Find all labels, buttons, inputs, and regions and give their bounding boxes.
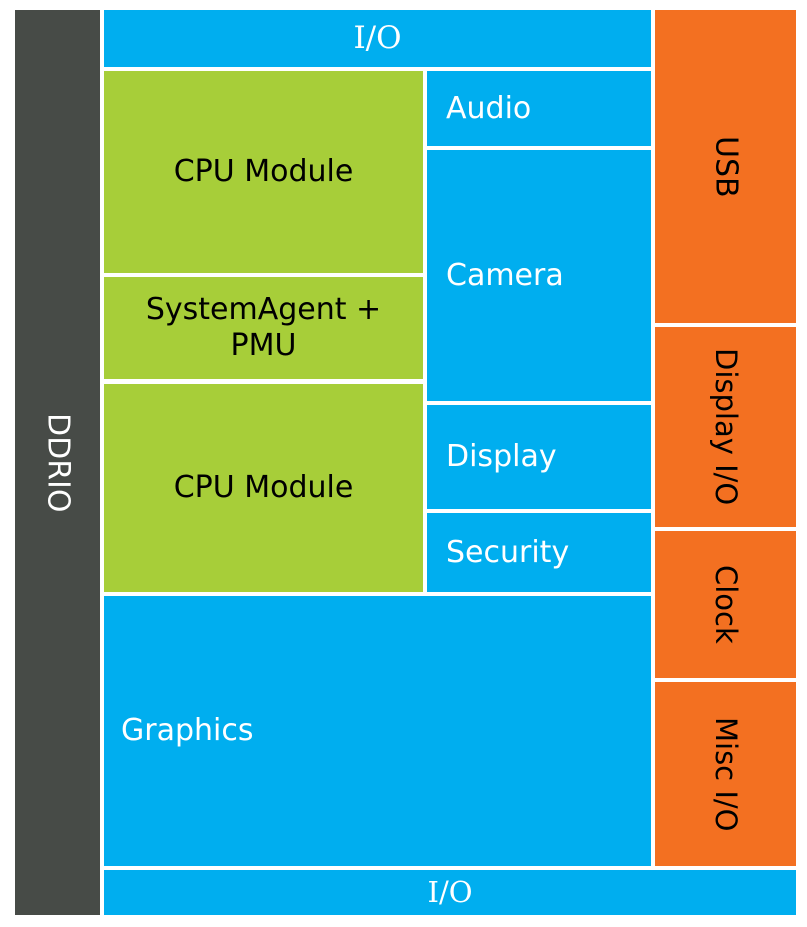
- camera-block: Camera: [427, 150, 651, 401]
- cpu-module-top-label: CPU Module: [173, 154, 354, 189]
- io-top-block: I/O: [104, 10, 651, 67]
- misc-io-block: Misc I/O: [655, 682, 796, 866]
- camera-label: Camera: [446, 257, 564, 293]
- graphics-block: Graphics: [104, 596, 651, 866]
- ddrio-block: DDRIO: [15, 10, 100, 915]
- usb-label: USB: [708, 135, 744, 198]
- security-label: Security: [446, 534, 570, 570]
- cpu-module-bottom-block: CPU Module: [104, 384, 423, 592]
- usb-block: USB: [655, 10, 796, 323]
- io-bottom-label: I/O: [427, 875, 473, 910]
- ddrio-label: DDRIO: [40, 412, 76, 513]
- graphics-label: Graphics: [121, 713, 254, 748]
- display-io-block: Display I/O: [655, 327, 796, 527]
- security-block: Security: [427, 513, 651, 592]
- cpu-module-top-block: CPU Module: [104, 71, 423, 273]
- io-bottom-block: I/O: [104, 870, 796, 915]
- audio-label: Audio: [446, 90, 532, 126]
- clock-label: Clock: [708, 565, 743, 644]
- io-top-label: I/O: [353, 19, 402, 56]
- system-agent-label-line2: PMU: [230, 328, 297, 363]
- system-agent-label-line1: SystemAgent +: [145, 292, 382, 327]
- audio-block: Audio: [427, 71, 651, 146]
- display-label: Display: [446, 439, 557, 474]
- display-io-label: Display I/O: [708, 348, 743, 506]
- cpu-module-bottom-label: CPU Module: [173, 470, 354, 505]
- misc-io-label: Misc I/O: [708, 716, 743, 832]
- system-agent-pmu-block: SystemAgent + PMU: [104, 277, 423, 379]
- display-block: Display: [427, 405, 651, 509]
- clock-block: Clock: [655, 531, 796, 678]
